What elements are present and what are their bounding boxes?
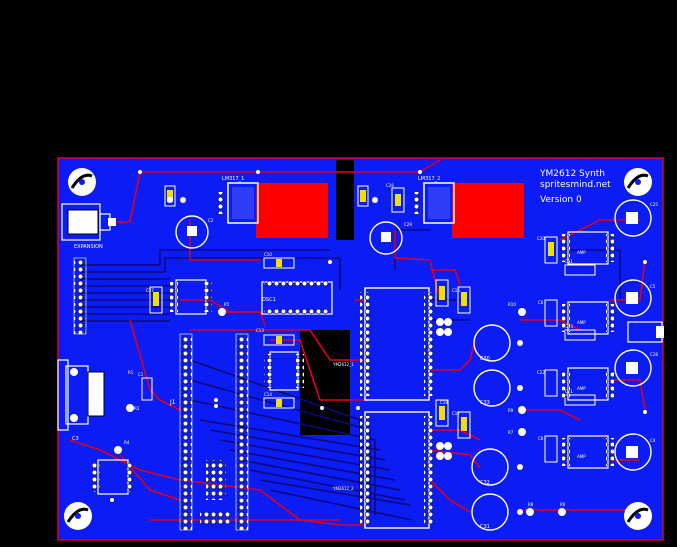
cap-c25: C25	[614, 199, 658, 237]
cap-c29: C29	[369, 221, 412, 255]
c26-label: C26	[386, 183, 394, 188]
small-caps-top: C27 C26	[146, 183, 405, 314]
heatsink-pour-2	[452, 183, 524, 238]
cap-c33: C33	[473, 369, 523, 407]
svg-text:C1: C1	[138, 372, 144, 377]
svg-text:C2: C2	[208, 218, 214, 223]
resistors: R5 R3 R4 R1 R10 R9 R7 R8 R6	[114, 302, 566, 516]
svg-text:C16: C16	[452, 288, 460, 293]
svg-text:C22: C22	[537, 370, 545, 375]
svg-text:OSC1: OSC1	[262, 297, 276, 303]
svg-text:R4: R4	[124, 440, 130, 445]
svg-text:R10: R10	[508, 302, 516, 307]
amp-ic-3: AMP	[562, 367, 614, 401]
cap-c4: C4	[614, 433, 656, 471]
osc1: OSC1	[261, 280, 333, 315]
svg-text:C33: C33	[480, 400, 490, 406]
ic-left-1	[170, 279, 212, 315]
amp-ic-2: AMP	[562, 301, 614, 335]
heatsink-pour-1	[256, 183, 328, 238]
mounting-hole-bottom-left	[64, 502, 92, 530]
ic-center-small	[264, 351, 304, 391]
cap-c28: C28	[614, 349, 658, 387]
mounting-hole-top-right	[624, 168, 652, 196]
svg-text:R5: R5	[224, 302, 230, 307]
title-line-3: Version 0	[540, 195, 582, 205]
db-connector: C3	[57, 359, 105, 442]
svg-text:R8: R8	[528, 502, 534, 507]
svg-text:J1: J1	[169, 399, 176, 406]
svg-text:C14: C14	[264, 392, 272, 397]
svg-text:R7: R7	[508, 430, 514, 435]
svg-text:AMP: AMP	[577, 386, 586, 391]
svg-text:C5: C5	[650, 284, 656, 289]
svg-text:AMP: AMP	[577, 320, 586, 325]
electrolytic-caps: C2 C29 C30 C33 C32 C31	[175, 199, 658, 531]
svg-text:R6: R6	[560, 502, 566, 507]
cap-c32: C32	[471, 448, 523, 486]
svg-text:C8: C8	[538, 436, 544, 441]
pin-header-left	[73, 257, 87, 335]
j1-header: J1	[169, 333, 249, 531]
svg-text:R9: R9	[508, 408, 514, 413]
svg-text:R1: R1	[128, 370, 134, 375]
lm317-1-label: LM317_1	[222, 176, 244, 182]
title-line-2: spritesmind.net	[540, 180, 611, 190]
small-ics: OSC1	[92, 279, 333, 495]
svg-text:C29: C29	[404, 222, 412, 227]
svg-text:C4: C4	[650, 438, 656, 443]
cap-c5: C5	[614, 279, 656, 317]
amp-ics: AMP AMP AMP AMP	[562, 231, 614, 469]
ym2612-chip-1: YM2612_1	[332, 287, 434, 401]
svg-text:C20: C20	[537, 236, 545, 241]
c3-label: C3	[72, 436, 79, 442]
svg-text:C18: C18	[440, 400, 448, 405]
chip-keepout-area	[300, 330, 350, 435]
regulator-lm317-1: LM317_1	[216, 176, 259, 224]
svg-text:C31: C31	[480, 524, 490, 530]
lm317-2-label: LM317_2	[418, 176, 440, 182]
svg-text:AMP: AMP	[577, 454, 586, 459]
svg-text:YM2612_1: YM2612_1	[332, 362, 354, 367]
ground-split-gap	[336, 160, 354, 240]
svg-text:C28: C28	[650, 352, 658, 357]
expansion-connector: EXPANSION	[61, 203, 116, 250]
regulator-lm317-2: LM317_2	[412, 176, 455, 224]
cap-c2: C2	[175, 215, 214, 249]
svg-text:C32: C32	[480, 480, 490, 486]
svg-text:C25: C25	[650, 202, 658, 207]
amp-ic-4: AMP	[562, 435, 614, 469]
output-jack	[627, 321, 664, 343]
amp-ic-1: AMP	[562, 231, 614, 265]
mounting-hole-bottom-right	[624, 502, 652, 530]
svg-text:R3: R3	[134, 406, 140, 411]
title-block: YM2612 Synth spritesmind.net Version 0	[539, 169, 611, 205]
cap-c30: C30	[473, 324, 523, 362]
mounting-holes	[64, 168, 652, 530]
svg-text:YM2612_2: YM2612_2	[332, 486, 354, 491]
svg-text:C13: C13	[256, 328, 264, 333]
ic-bottom-left	[92, 459, 134, 495]
ym2612-chip-2: YM2612_2	[332, 411, 434, 529]
cap-c31: C31	[471, 493, 523, 531]
c27-label: C27	[146, 288, 154, 293]
svg-text:AMP: AMP	[577, 250, 586, 255]
title-line-1: YM2612 Synth	[539, 169, 605, 179]
vias	[110, 170, 647, 502]
svg-text:C30: C30	[480, 356, 490, 362]
expansion-label: EXPANSION	[74, 244, 103, 250]
mounting-hole-top-left	[68, 168, 96, 196]
svg-text:C6: C6	[538, 300, 544, 305]
svg-text:C17: C17	[452, 411, 460, 416]
svg-text:C10: C10	[264, 252, 272, 257]
